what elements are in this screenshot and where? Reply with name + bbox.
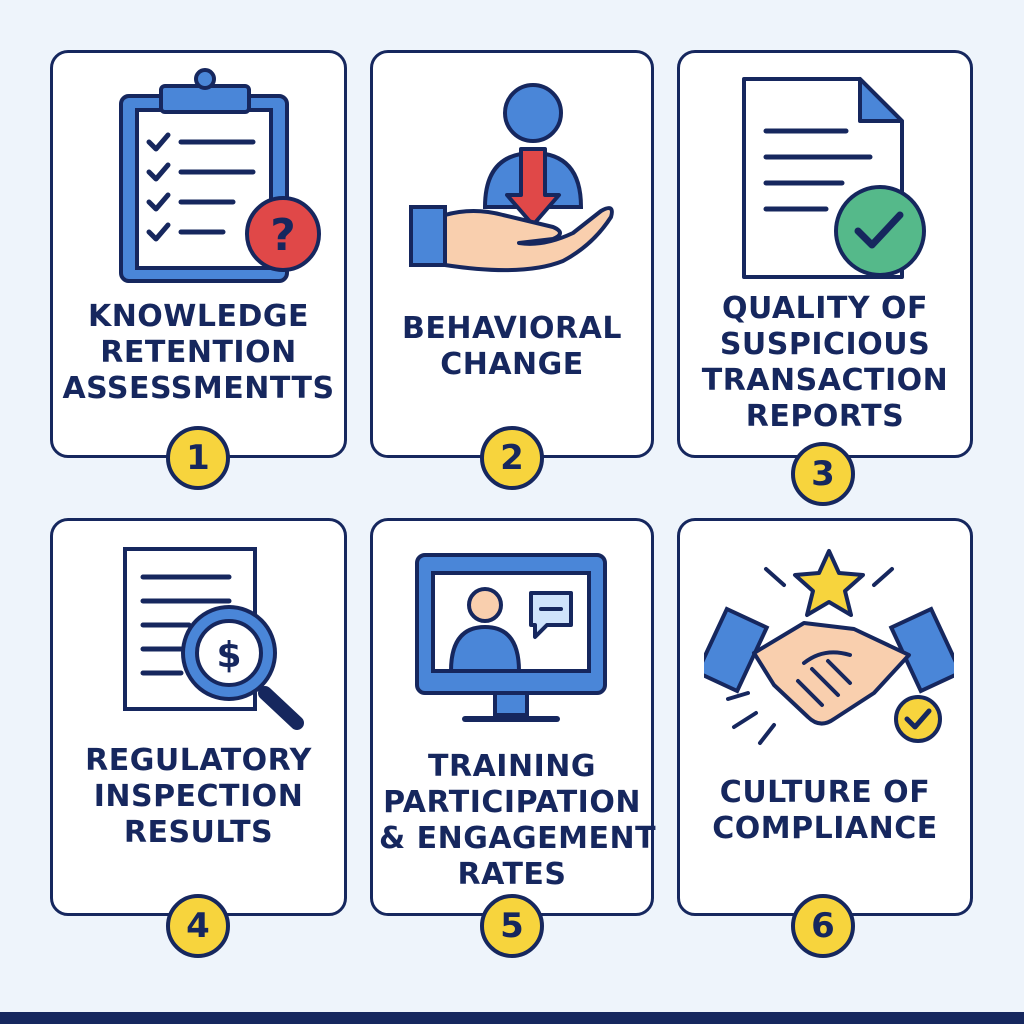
- number-badge: 1: [166, 426, 230, 490]
- card-label-line: KNOWLEDGE: [87, 299, 310, 334]
- svg-text:?: ?: [270, 210, 296, 261]
- card-label-line: SUSPICIOUS: [719, 327, 931, 362]
- card-label: BEHAVIORAL CHANGE: [379, 311, 645, 383]
- card-label-line: REPORTS: [745, 399, 905, 434]
- card-label-line: TRANSACTION: [701, 363, 949, 398]
- document-checkmark-icon: [742, 77, 926, 279]
- card-label-line: RATES: [457, 857, 567, 892]
- clipboard-checklist-question-icon: ?: [119, 68, 321, 283]
- svg-text:$: $: [216, 635, 241, 676]
- card-label-line: RETENTION: [100, 335, 297, 370]
- card-knowledge-retention: ? KNOWLEDGE RETENTION ASSESSMENTTS: [50, 50, 347, 458]
- card-label-line: COMPLIANCE: [712, 811, 938, 846]
- number-badge: 2: [480, 426, 544, 490]
- card-label-line: REGULATORY: [85, 743, 312, 778]
- handshake-star-icon: [704, 549, 954, 745]
- card-label: KNOWLEDGE RETENTION ASSESSMENTTS: [59, 299, 338, 407]
- hand-person-down-arrow-icon: [409, 83, 614, 273]
- card-culture-compliance: CULTURE OF COMPLIANCE: [677, 518, 973, 916]
- card-label-line: RESULTS: [123, 815, 274, 850]
- number-badge: 4: [166, 894, 230, 958]
- number-badge: 6: [791, 894, 855, 958]
- document-magnifier-dollar-icon: $: [123, 547, 304, 730]
- card-label-line: ASSESSMENTTS: [62, 371, 335, 406]
- bottom-bar: [0, 1012, 1024, 1024]
- card-training-participation: TRAINING PARTICIPATION & ENGAGEMENT RATE…: [370, 518, 657, 916]
- card-label: QUALITY OF SUSPICIOUS TRANSACTION REPORT…: [686, 291, 964, 435]
- card-label-line: PARTICIPATION: [383, 785, 641, 820]
- card-label-line: INSPECTION: [93, 779, 304, 814]
- number-badge: 5: [480, 894, 544, 958]
- card-label: CULTURE OF COMPLIANCE: [686, 775, 964, 847]
- card-label-line: & ENGAGEMENT: [379, 821, 657, 856]
- card-label-line: CULTURE OF: [719, 775, 931, 810]
- card-label-line: TRAINING: [428, 749, 596, 784]
- card-label: REGULATORY INSPECTION RESULTS: [59, 743, 338, 851]
- monitor-video-chat-icon: [415, 553, 607, 722]
- card-behavioral-change: BEHAVIORAL CHANGE: [370, 50, 654, 458]
- card-label-line: CHANGE: [440, 347, 584, 382]
- number-badge: 3: [791, 442, 855, 506]
- card-label-line: BEHAVIORAL: [402, 311, 622, 346]
- card-label-line: QUALITY OF: [721, 291, 929, 326]
- card-quality-str: QUALITY OF SUSPICIOUS TRANSACTION REPORT…: [677, 50, 973, 458]
- card-regulatory-inspection: $ REGULATORY INSPECTION RESULTS: [50, 518, 347, 916]
- card-label: TRAINING PARTICIPATION & ENGAGEMENT RATE…: [379, 749, 657, 893]
